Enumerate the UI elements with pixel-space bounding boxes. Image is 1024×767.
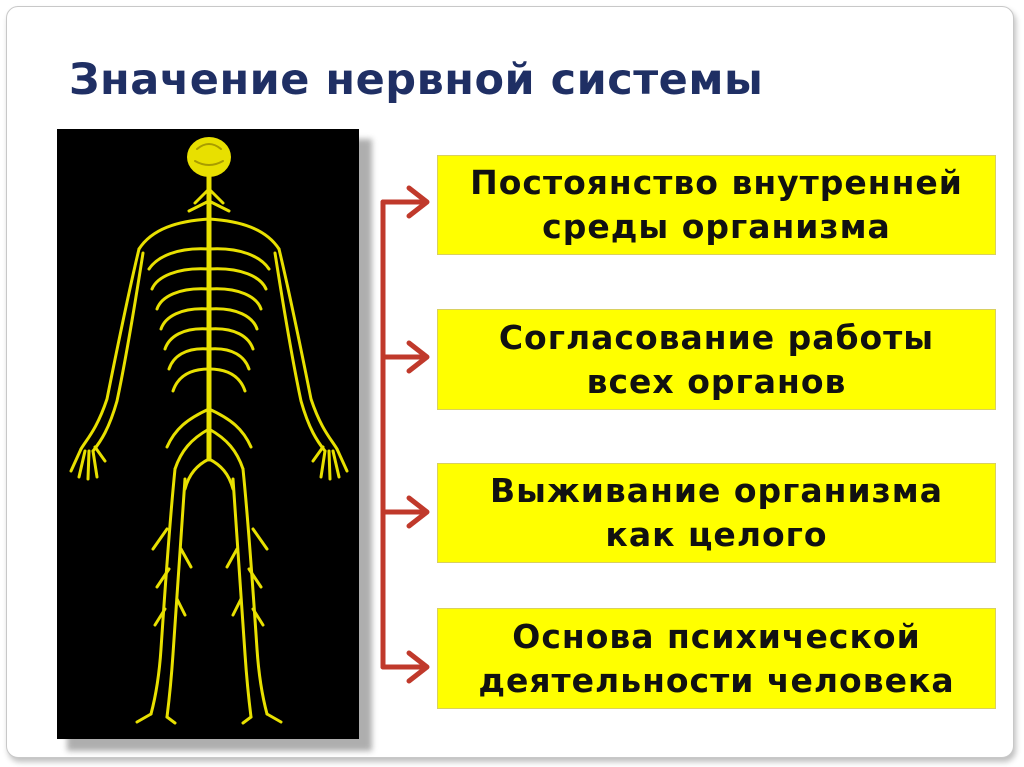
function-box-survival: Выживание организма как целого	[437, 463, 996, 563]
box-line: Согласование работы	[498, 317, 935, 357]
function-box-mental-activity: Основа психической деятельности человека	[437, 608, 996, 709]
function-box-homeostasis: Постоянство внутренней среды организма	[437, 155, 996, 255]
box-line: как целого	[605, 515, 828, 554]
human-nervous-system-icon	[69, 137, 349, 725]
slide-title: Значение нервной системы	[69, 55, 764, 105]
nervous-system-illustration	[57, 129, 359, 739]
box-line: Основа психической	[512, 616, 921, 656]
function-box-coordination: Согласование работы всех органов	[437, 309, 996, 410]
box-line: среды организма	[542, 207, 891, 246]
box-line: деятельности человека	[478, 660, 955, 700]
box-line: всех органов	[586, 361, 847, 401]
box-line: Постоянство внутренней	[470, 163, 963, 202]
box-line: Выживание организма	[489, 471, 944, 510]
arrow-connector	[380, 185, 430, 684]
slide: Значение нервной системы	[6, 6, 1014, 758]
